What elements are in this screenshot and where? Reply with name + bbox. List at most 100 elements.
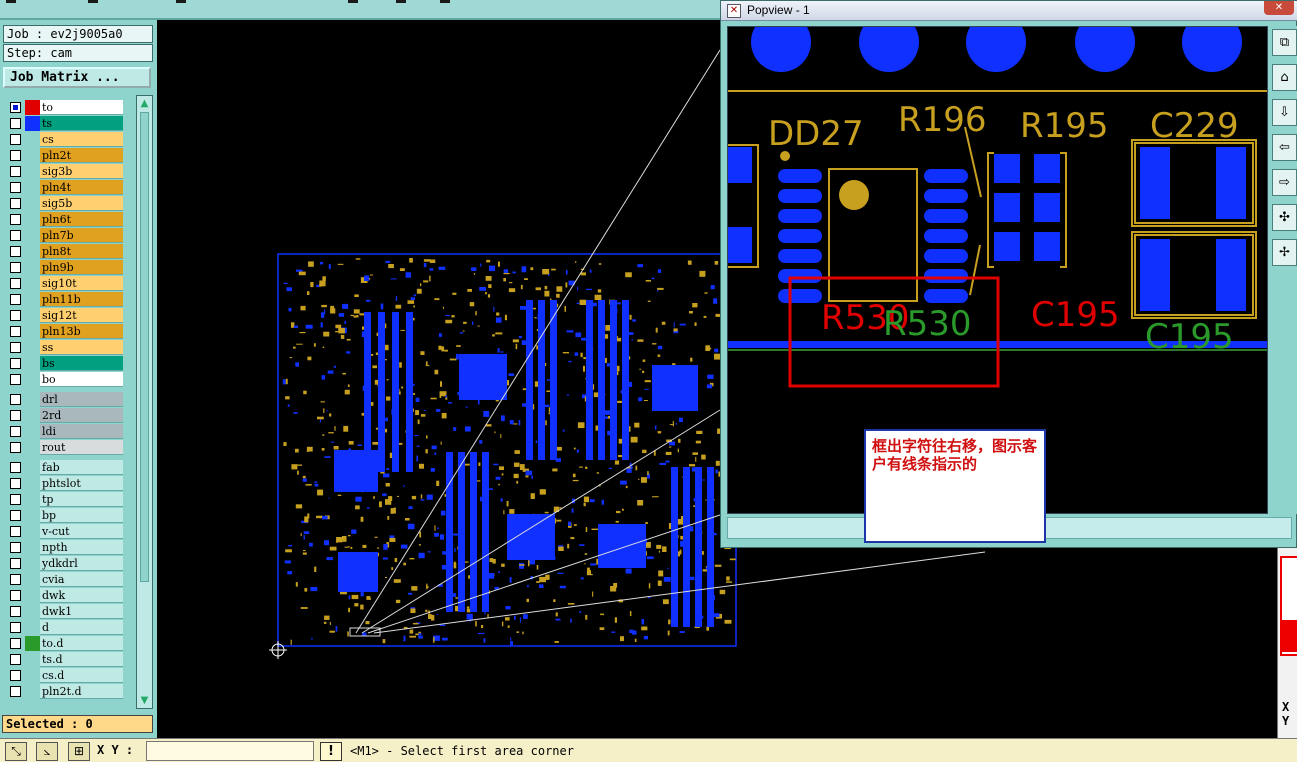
layer-row[interactable]: sig5b (5, 196, 125, 211)
warning-button[interactable]: ! (320, 742, 342, 761)
layer-name[interactable]: ldi (40, 424, 123, 439)
layer-name[interactable]: 2rd (40, 408, 123, 423)
layer-checkbox[interactable] (10, 182, 21, 193)
layer-row[interactable]: drl (5, 392, 125, 407)
layer-name[interactable]: cs.d (40, 668, 123, 683)
layer-row[interactable]: pln4t (5, 180, 125, 195)
scroll-thumb[interactable] (140, 112, 149, 582)
layer-name[interactable]: tp (40, 492, 123, 507)
layer-name[interactable]: v-cut (40, 524, 123, 539)
layer-name[interactable]: bs (40, 356, 123, 371)
layer-checkbox[interactable] (10, 574, 21, 585)
layer-checkbox[interactable] (10, 246, 21, 257)
layer-checkbox[interactable] (10, 342, 21, 353)
layer-checkbox[interactable] (10, 150, 21, 161)
layer-name[interactable]: pln2t (40, 148, 123, 163)
layer-checkbox[interactable] (10, 394, 21, 405)
layer-name[interactable]: cs (40, 132, 123, 147)
layer-name[interactable]: ydkdrl (40, 556, 123, 571)
layer-checkbox[interactable] (10, 686, 21, 697)
popview-window[interactable]: ✕ Popview - 1 ✕ (720, 0, 1297, 548)
layer-checkbox[interactable] (10, 622, 21, 633)
layer-row[interactable]: bp (5, 508, 125, 523)
layer-name[interactable]: phtslot (40, 476, 123, 491)
layer-checkbox[interactable] (10, 198, 21, 209)
layer-checkbox[interactable] (10, 670, 21, 681)
layer-row[interactable]: npth (5, 540, 125, 555)
layer-checkbox[interactable] (10, 494, 21, 505)
layer-checkbox[interactable] (10, 526, 21, 537)
layer-row[interactable]: ldi (5, 424, 125, 439)
job-matrix-button[interactable]: Job Matrix ... (3, 67, 151, 88)
layer-row[interactable]: pln11b (5, 292, 125, 307)
layer-row[interactable]: pln13b (5, 324, 125, 339)
layer-checkbox[interactable] (10, 118, 21, 129)
layer-row[interactable]: dwk (5, 588, 125, 603)
layer-name[interactable]: ts.d (40, 652, 123, 667)
layer-name[interactable]: pln11b (40, 292, 123, 307)
layer-checkbox[interactable] (10, 606, 21, 617)
layer-checkbox[interactable] (10, 294, 21, 305)
layer-row[interactable]: fab (5, 460, 125, 475)
popview-canvas[interactable]: DD27 R196 R195 C229 R530 R530 C195 C195 (727, 26, 1268, 514)
layer-row[interactable]: tp (5, 492, 125, 507)
layer-row[interactable]: 2rd (5, 408, 125, 423)
layer-name[interactable]: pln6t (40, 212, 123, 227)
layer-checkbox[interactable] (10, 230, 21, 241)
zoom-in-icon[interactable]: ✣ (1272, 204, 1297, 231)
layer-checkbox[interactable] (10, 510, 21, 521)
layer-checkbox[interactable] (10, 558, 21, 569)
layer-checkbox[interactable] (10, 478, 21, 489)
layer-name[interactable]: drl (40, 392, 123, 407)
zoom-out-icon[interactable]: ✢ (1272, 239, 1297, 266)
layer-row[interactable]: bs (5, 356, 125, 371)
layer-name[interactable]: pln7b (40, 228, 123, 243)
layer-name[interactable]: fab (40, 460, 123, 475)
layer-name[interactable]: bp (40, 508, 123, 523)
close-icon[interactable]: ✕ (1264, 1, 1294, 15)
layer-row[interactable]: dwk1 (5, 604, 125, 619)
layer-row[interactable]: pln7b (5, 228, 125, 243)
layer-row[interactable]: sig12t (5, 308, 125, 323)
layer-row[interactable]: pln2t.d (5, 684, 125, 699)
layer-name[interactable]: sig10t (40, 276, 123, 291)
layer-row[interactable]: cs.d (5, 668, 125, 683)
layer-name[interactable]: cvia (40, 572, 123, 587)
layer-name[interactable]: dwk (40, 588, 123, 603)
layer-name[interactable]: sig12t (40, 308, 123, 323)
layer-checkbox[interactable] (10, 262, 21, 273)
layer-row[interactable]: v-cut (5, 524, 125, 539)
layer-row[interactable]: to (5, 100, 125, 115)
layer-checkbox[interactable] (10, 442, 21, 453)
pcb-board-view[interactable] (276, 252, 738, 650)
layer-row[interactable]: ss (5, 340, 125, 355)
layer-checkbox[interactable] (10, 166, 21, 177)
layer-color-swatch[interactable] (25, 116, 40, 131)
layer-row[interactable]: ts.d (5, 652, 125, 667)
layer-checkbox[interactable] (10, 638, 21, 649)
grid-icon[interactable]: ⊞ (68, 742, 90, 761)
layer-row[interactable]: sig3b (5, 164, 125, 179)
layer-row[interactable]: phtslot (5, 476, 125, 491)
layer-name[interactable]: ss (40, 340, 123, 355)
layer-name[interactable]: pln8t (40, 244, 123, 259)
layer-name[interactable]: pln9b (40, 260, 123, 275)
layer-row[interactable]: ts (5, 116, 125, 131)
layer-name[interactable]: to.d (40, 636, 123, 651)
layer-name[interactable]: pln4t (40, 180, 123, 195)
layer-row[interactable]: bo (5, 372, 125, 387)
layer-name[interactable]: ts (40, 116, 123, 131)
layer-name[interactable]: to (40, 100, 123, 115)
layer-checkbox[interactable] (10, 542, 21, 553)
layer-checkbox[interactable] (10, 590, 21, 601)
layer-name[interactable]: pln2t.d (40, 684, 123, 699)
layer-name[interactable]: sig5b (40, 196, 123, 211)
layer-row[interactable]: cs (5, 132, 125, 147)
layer-row[interactable]: pln6t (5, 212, 125, 227)
home-icon[interactable]: ⌂ (1272, 64, 1297, 91)
layer-name[interactable]: npth (40, 540, 123, 555)
scroll-up-arrow-icon[interactable]: ▲ (140, 98, 149, 109)
layer-row[interactable]: rout (5, 440, 125, 455)
layer-row[interactable]: sig10t (5, 276, 125, 291)
layer-name[interactable]: d (40, 620, 123, 635)
